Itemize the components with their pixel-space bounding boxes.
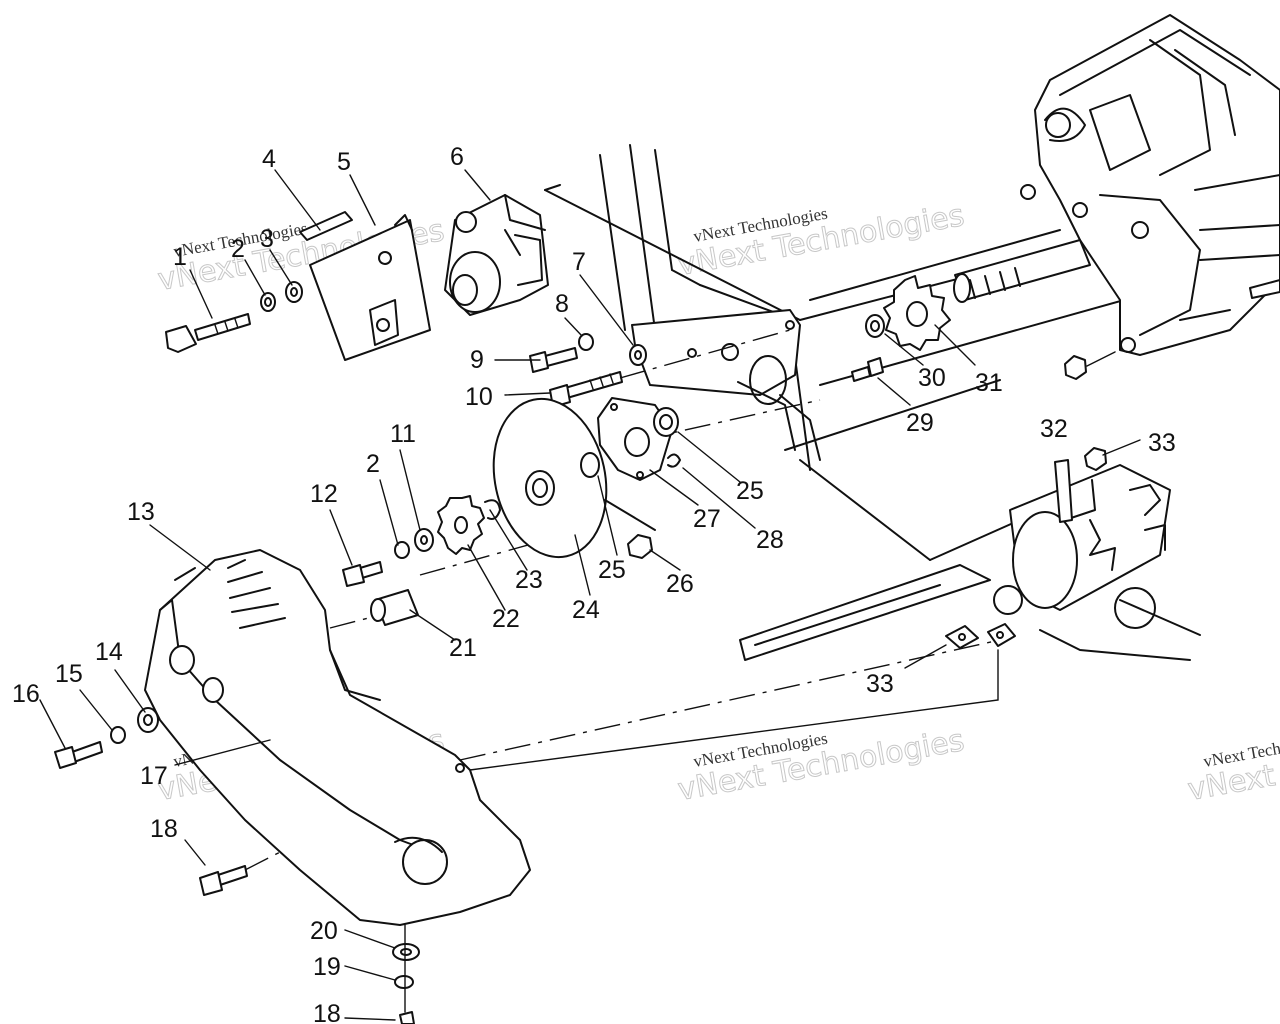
bolt-part-9 bbox=[529, 347, 578, 373]
callout-21: 21 bbox=[449, 634, 477, 662]
bolt-part-18-lower bbox=[399, 1011, 415, 1024]
callout-29: 29 bbox=[906, 409, 934, 437]
callout-19: 19 bbox=[313, 953, 341, 981]
bolt-part-1 bbox=[165, 313, 251, 353]
bracket-part-5 bbox=[309, 214, 431, 361]
leader-lines bbox=[39, 169, 1141, 1021]
clip-part-23 bbox=[484, 499, 501, 520]
bolt-part-16 bbox=[54, 741, 103, 769]
washer-part-20 bbox=[392, 943, 420, 961]
washer-part-14 bbox=[137, 707, 159, 733]
washer-part-19 bbox=[394, 975, 414, 989]
callout-4: 4 bbox=[262, 145, 276, 173]
callout-9: 9 bbox=[470, 346, 484, 374]
callout-24: 24 bbox=[572, 596, 600, 624]
clip-part-28 bbox=[667, 453, 681, 468]
nut-part-32 bbox=[1064, 355, 1087, 380]
callout-6: 6 bbox=[450, 143, 464, 171]
callout-25: 25 bbox=[736, 477, 764, 505]
sprocket-part-31 bbox=[883, 275, 951, 351]
watermark: vNext Technologies vNext Technologies bbox=[1185, 723, 1280, 809]
brake-disc-part-24 bbox=[492, 397, 608, 559]
axis-line bbox=[619, 329, 791, 379]
bolt-part-10 bbox=[549, 371, 623, 408]
shim-part-4 bbox=[299, 211, 353, 241]
callout-12: 12 bbox=[310, 480, 338, 508]
callout-30: 30 bbox=[918, 364, 946, 392]
callout-26: 26 bbox=[666, 570, 694, 598]
spacer-part-25 bbox=[580, 452, 600, 478]
nut-part-26 bbox=[627, 534, 653, 559]
callout-3: 3 bbox=[260, 225, 274, 253]
mount-plate bbox=[631, 309, 821, 461]
callout-2: 2 bbox=[231, 235, 245, 263]
watermark: vNext Technologies vNext Technologies bbox=[675, 723, 968, 809]
callout-13: 13 bbox=[127, 498, 155, 526]
washer-part-11 bbox=[414, 528, 434, 552]
bolt-part-12 bbox=[342, 561, 383, 587]
callout-27: 27 bbox=[693, 505, 721, 533]
callout-11: 11 bbox=[390, 420, 416, 448]
callout-17: 17 bbox=[140, 762, 168, 790]
callout-28: 28 bbox=[756, 526, 784, 554]
washer-part-30 bbox=[865, 314, 885, 338]
callout-labels: 1 2 3 4 5 6 7 8 9 10 11 2 12 13 14 15 16… bbox=[12, 143, 1176, 1024]
callout-32: 32 bbox=[1040, 415, 1068, 443]
callout-23: 23 bbox=[515, 566, 543, 594]
bolt-part-18-upper bbox=[199, 865, 248, 896]
callout-7: 7 bbox=[572, 248, 586, 276]
bushing-part-7 bbox=[629, 344, 647, 366]
callout-16: 16 bbox=[12, 680, 40, 708]
callout-33: 33 bbox=[1148, 429, 1176, 457]
callout-31: 31 bbox=[975, 369, 1003, 397]
callout-10: 10 bbox=[465, 383, 493, 411]
callout-20: 20 bbox=[310, 917, 338, 945]
axis-line bbox=[329, 614, 381, 629]
callout-2: 2 bbox=[366, 450, 380, 478]
callout-5: 5 bbox=[337, 148, 351, 176]
callout-33: 33 bbox=[866, 670, 894, 698]
chain-guide-assembly bbox=[739, 459, 1201, 661]
axis-line bbox=[639, 399, 821, 441]
callout-15: 15 bbox=[55, 660, 83, 688]
bolt-part-29 bbox=[851, 357, 884, 382]
callout-18: 18 bbox=[150, 815, 178, 843]
actuator-part-6 bbox=[444, 194, 549, 316]
axis-line bbox=[459, 639, 1001, 761]
seal-part-25 bbox=[653, 407, 679, 437]
callout-1: 1 bbox=[173, 243, 187, 271]
washer-part-3 bbox=[285, 281, 303, 303]
callout-14: 14 bbox=[95, 638, 123, 666]
callout-8: 8 bbox=[555, 290, 569, 318]
callout-18: 18 bbox=[313, 1000, 341, 1024]
clip-part-33-lower bbox=[469, 623, 1016, 771]
washer-part-2 bbox=[394, 541, 410, 559]
chain-case-cover-part-13 bbox=[144, 549, 531, 926]
washer-part-15 bbox=[110, 726, 126, 744]
washer-part-8 bbox=[578, 333, 594, 351]
sprocket-part-22 bbox=[437, 495, 485, 555]
spacer-part-21 bbox=[370, 589, 419, 626]
nut-part-33-upper bbox=[1084, 447, 1107, 471]
callout-25: 25 bbox=[598, 556, 626, 584]
engine-assembly bbox=[953, 14, 1280, 356]
washer-part-2 bbox=[260, 292, 276, 312]
callout-22: 22 bbox=[492, 605, 520, 633]
